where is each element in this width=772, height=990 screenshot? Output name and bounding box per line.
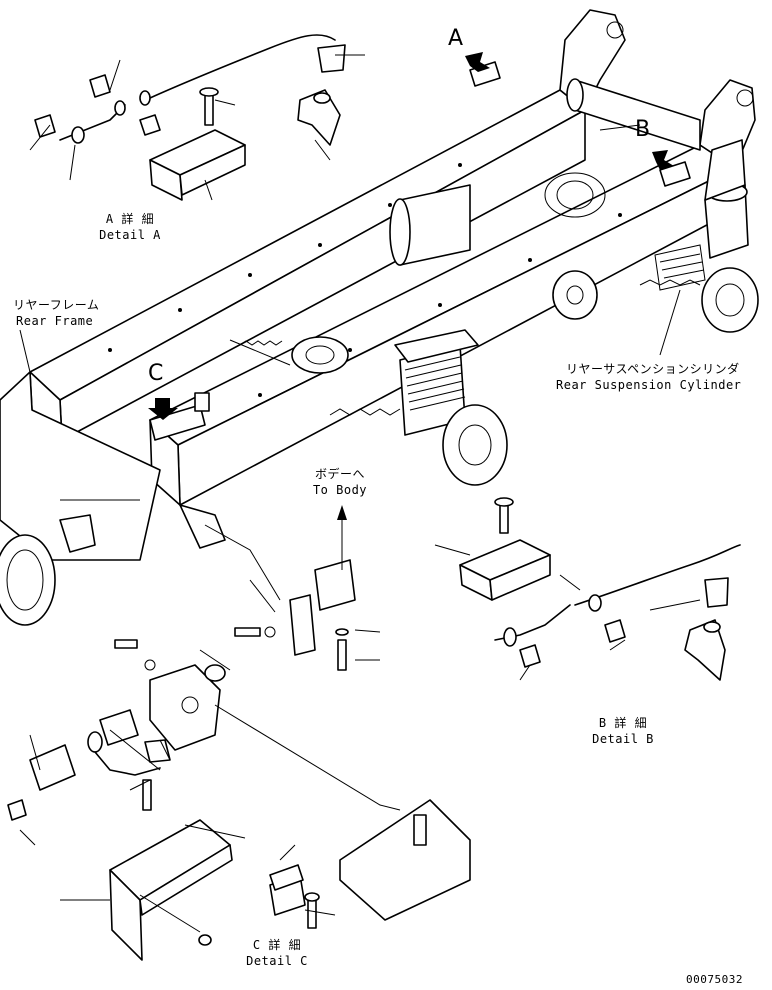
detail-a-title-jp: A 詳 細	[105, 212, 155, 226]
detail-b-title-jp: B 詳 細	[598, 716, 648, 730]
callout-letter-a: A	[448, 26, 464, 51]
detail-b-title-en: Detail B	[592, 732, 654, 746]
callout-letter-c: C	[148, 361, 164, 386]
to-body-label-en: To Body	[312, 483, 368, 497]
detail-c-title-jp: C 詳 細	[252, 938, 302, 952]
drawing-number: 00075032	[686, 973, 743, 986]
rear-frame-label-en: Rear Frame	[16, 314, 94, 328]
rear-frame-assembly	[0, 9, 759, 626]
detail-b-drawing	[354, 497, 741, 681]
detail-c-title-en: Detail C	[246, 954, 308, 968]
rear-suspension-label-en: Rear Suspension Cylinder	[556, 378, 742, 392]
detail-a-title-en: Detail A	[99, 228, 161, 242]
detail-a-drawing	[29, 34, 365, 201]
to-body-label-jp: ボデーへ	[314, 467, 365, 481]
rear-suspension-label-jp: リヤーサスペンションシリンダ	[566, 362, 740, 376]
detail-c-drawing	[7, 505, 471, 961]
callout-letter-b: B	[635, 117, 651, 142]
rear-frame-label-jp: リヤーフレーム	[13, 298, 100, 312]
